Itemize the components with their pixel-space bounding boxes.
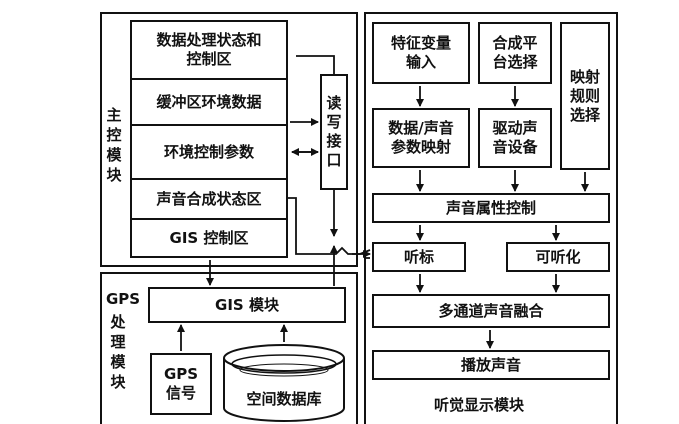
earcon: 听标 — [372, 242, 466, 272]
gps-label-top: GPS — [106, 290, 141, 308]
spatial-database-icon — [223, 344, 345, 422]
play-sound: 播放声音 — [372, 350, 610, 380]
gps-module-frame — [100, 272, 358, 424]
env-control-params: 环境控制参数 — [130, 124, 288, 180]
feature-variable-input: 特征变量 输入 — [372, 22, 470, 84]
sound-attribute-control: 声音属性控制 — [372, 193, 610, 223]
drive-sound-device: 驱动声 音设备 — [478, 108, 552, 168]
read-write-interface: 读 写 接 口 — [320, 74, 348, 190]
main-control-label: 主 控 模 块 — [106, 106, 122, 184]
gis-module: GIS 模块 — [148, 287, 346, 323]
multichannel-sound-fusion: 多通道声音融合 — [372, 294, 610, 328]
mapping-rule-select: 映射 规则 选择 — [560, 22, 610, 170]
spatial-database-label: 空间数据库 — [246, 389, 322, 408]
status-control-area: 数据处理状态和 控制区 — [130, 20, 288, 80]
data-sound-param-mapping: 数据/声音 参数映射 — [372, 108, 470, 168]
gps-processing-label: 处 理 模 块 — [110, 313, 126, 391]
auditory-display-module-label: 听觉显示模块 — [434, 396, 525, 414]
gis-control-area: GIS 控制区 — [130, 218, 288, 258]
gps-signal: GPS 信号 — [150, 353, 212, 415]
synthesis-platform-select: 合成平 台选择 — [478, 22, 552, 84]
sound-synth-status-area: 声音合成状态区 — [130, 178, 288, 220]
buffer-env-data: 缓冲区环境数据 — [130, 78, 288, 126]
main-control-module-frame — [100, 12, 358, 267]
audification: 可听化 — [506, 242, 610, 272]
